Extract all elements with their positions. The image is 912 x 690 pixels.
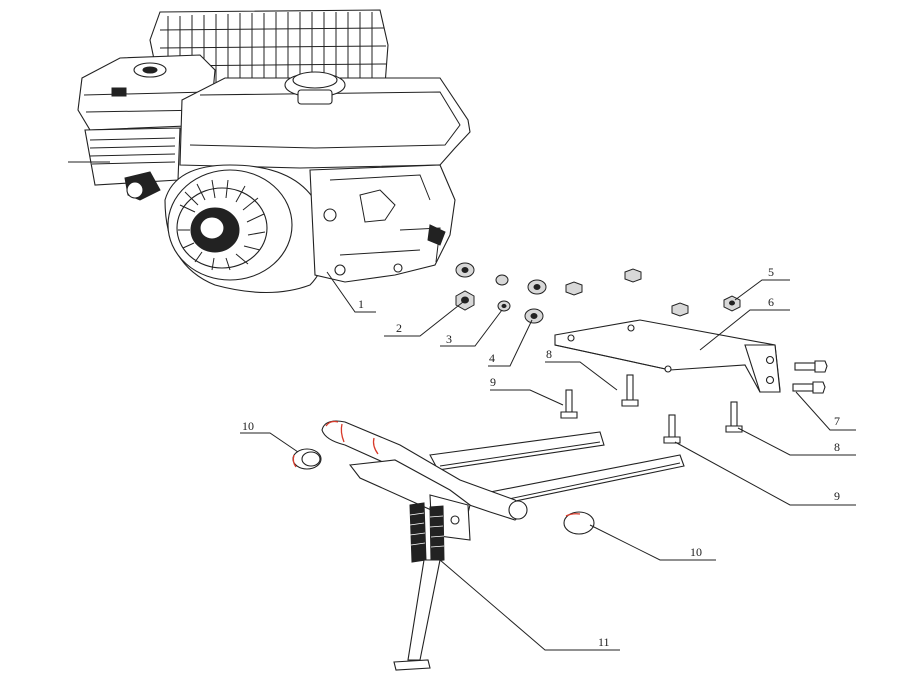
crankcase [309, 164, 456, 283]
callout-2-label: 2 [396, 321, 402, 335]
part-mounting-plate [554, 319, 781, 393]
callout-10b-label: 10 [690, 545, 702, 559]
callout-labels: 1 2 3 4 5 6 7 8 8 9 9 10 10 11 [242, 265, 840, 649]
callout-4-label: 4 [489, 351, 495, 365]
handle-frame [321, 420, 685, 541]
part-flat-washer [524, 308, 544, 324]
callout-6-label: 6 [768, 295, 774, 309]
part-spring-washer [497, 300, 511, 312]
engine-assembly [68, 9, 471, 294]
part-bolts-vertical [560, 374, 743, 444]
callout-1-label: 1 [358, 297, 364, 311]
leader-lines [240, 271, 856, 651]
callout-8a-label: 8 [546, 347, 552, 361]
callout-8b-label: 8 [834, 440, 840, 454]
part-kickstand [393, 502, 445, 671]
hardware-row-upper [455, 262, 689, 317]
callout-5-label: 5 [768, 265, 774, 279]
callout-11-label: 11 [598, 635, 610, 649]
callout-9b-label: 9 [834, 489, 840, 503]
callout-10a-label: 10 [242, 419, 254, 433]
callout-7-label: 7 [834, 414, 840, 428]
part-bolts-side [792, 360, 828, 394]
engine-left-side [68, 127, 181, 201]
callout-3-label: 3 [446, 332, 452, 346]
part-grip-left [292, 448, 322, 470]
part-nut [455, 290, 475, 311]
recoil-starter [164, 164, 327, 294]
part-grip-right [563, 511, 595, 535]
callout-9a-label: 9 [490, 375, 496, 389]
